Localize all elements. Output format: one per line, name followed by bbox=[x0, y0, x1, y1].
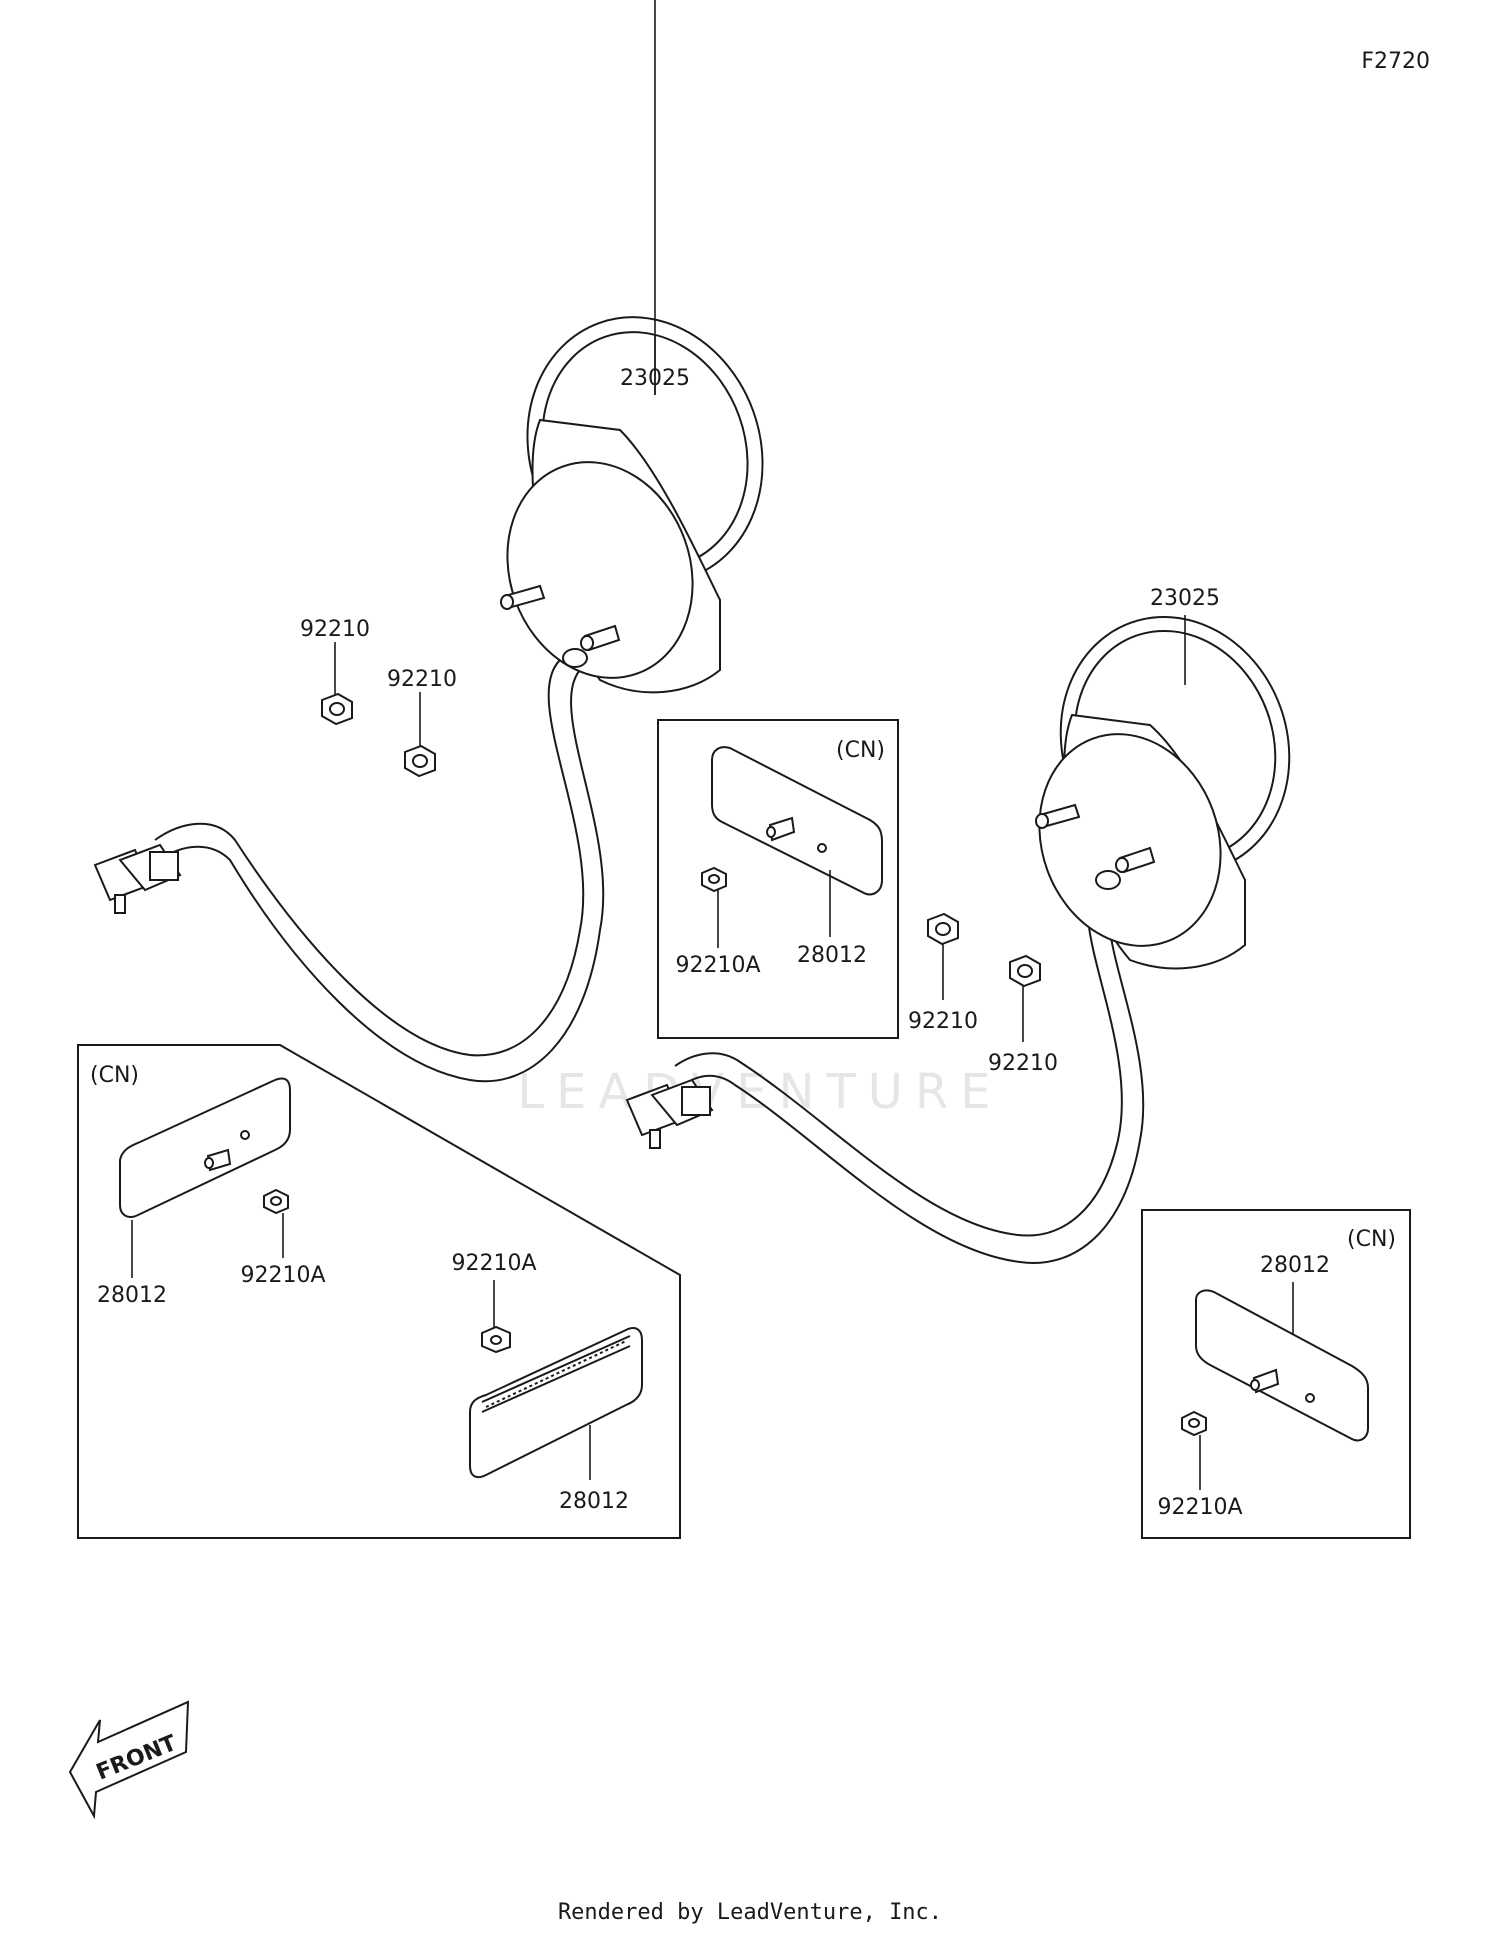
nut-right-b[interactable] bbox=[1009, 954, 1041, 988]
reflector-box-right[interactable] bbox=[1195, 1289, 1369, 1442]
box-mid-variant: (CN) bbox=[836, 738, 885, 763]
box-left: (CN) 28012 92210A 92210A 28012 bbox=[77, 1044, 681, 1539]
nut-right-a[interactable] bbox=[927, 912, 959, 946]
label-box-mid-nut: 92210A bbox=[675, 953, 760, 978]
label-box-right-nut: 92210A bbox=[1157, 1495, 1242, 1520]
label-box-left-reflector-2: 28012 bbox=[559, 1489, 629, 1514]
label-lamp-right: 23025 bbox=[1150, 586, 1220, 611]
label-box-mid-reflector: 28012 bbox=[797, 943, 867, 968]
label-nut-left-b: 92210 bbox=[387, 667, 457, 692]
diagram-code: F2720 bbox=[1361, 49, 1430, 74]
nut-box-left-1[interactable] bbox=[263, 1188, 289, 1215]
watermark: LEADVENTURE bbox=[517, 1064, 1002, 1120]
connector-left bbox=[93, 843, 182, 914]
nut-left-b[interactable] bbox=[404, 744, 436, 778]
nut-box-right[interactable] bbox=[1181, 1410, 1207, 1437]
label-box-left-nut-1: 92210A bbox=[240, 1263, 325, 1288]
label-nut-right-b: 92210 bbox=[988, 1051, 1058, 1076]
label-box-left-reflector-1: 28012 bbox=[97, 1283, 167, 1308]
nut-box-left-2[interactable] bbox=[481, 1325, 511, 1354]
nut-left-a[interactable] bbox=[321, 692, 353, 726]
label-box-left-nut-2: 92210A bbox=[451, 1251, 536, 1276]
lamp-right[interactable] bbox=[625, 585, 1325, 1264]
label-lamp-left: 23025 bbox=[620, 366, 690, 391]
box-mid: (CN) 92210A 28012 bbox=[657, 719, 899, 1039]
reflector-box-left-1[interactable] bbox=[119, 1077, 291, 1218]
label-box-right-reflector: 28012 bbox=[1260, 1253, 1330, 1278]
connector-right bbox=[625, 1078, 714, 1149]
reflector-box-left-2[interactable] bbox=[469, 1327, 643, 1479]
lamp-left[interactable] bbox=[93, 284, 799, 1083]
box-right: (CN) 28012 92210A bbox=[1141, 1209, 1411, 1539]
box-right-variant: (CN) bbox=[1347, 1227, 1396, 1252]
footer-credit: Rendered by LeadVenture, Inc. bbox=[557, 1900, 943, 1925]
label-nut-left-a: 92210 bbox=[300, 617, 370, 642]
front-arrow-icon: FRONT bbox=[68, 1700, 190, 1820]
box-left-variant: (CN) bbox=[90, 1063, 139, 1088]
nut-box-mid[interactable] bbox=[701, 866, 727, 893]
label-nut-right-a: 92210 bbox=[908, 1009, 978, 1034]
reflector-box-mid[interactable] bbox=[711, 746, 883, 896]
